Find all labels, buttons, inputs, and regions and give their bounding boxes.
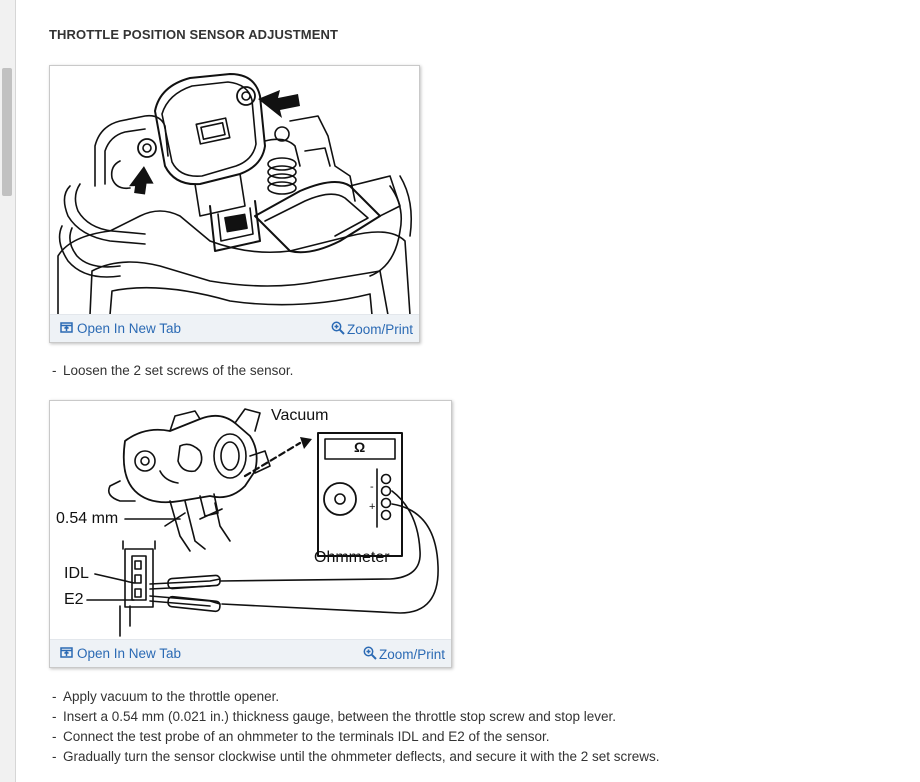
step-text: Insert a 0.54 mm (0.021 in.) thickness g… xyxy=(63,709,617,724)
figure-sensor-screws: Open In New Tab Zoom/Print xyxy=(49,65,420,343)
step-item: -Insert a 0.54 mm (0.021 in.) thickness … xyxy=(52,709,616,724)
scroll-thumb[interactable] xyxy=(2,68,12,196)
zoom-print-link[interactable]: Zoom/Print xyxy=(363,646,445,663)
ohmmeter-label: Ohmmeter xyxy=(314,549,390,566)
step-item: -Apply vacuum to the throttle opener. xyxy=(52,689,279,704)
step-item: -Connect the test probe of an ohmmeter t… xyxy=(52,729,550,744)
vacuum-label: Vacuum xyxy=(271,407,329,424)
step-text: Connect the test probe of an ohmmeter to… xyxy=(63,729,550,744)
page-title: THROTTLE POSITION SENSOR ADJUSTMENT xyxy=(49,27,339,42)
zoom-print-label: Zoom/Print xyxy=(346,322,413,337)
figure-2-link-bar: Open In New Tab Zoom/Print xyxy=(50,639,451,667)
list-marker: - xyxy=(52,363,57,378)
open-new-tab-icon xyxy=(60,321,73,336)
zoom-in-icon xyxy=(331,321,345,338)
list-marker: - xyxy=(52,729,57,744)
step-item: -Loosen the 2 set screws of the sensor. xyxy=(52,363,293,378)
open-new-tab-icon xyxy=(60,646,73,661)
zoom-print-label: Zoom/Print xyxy=(378,647,445,662)
ohm-symbol: Ω xyxy=(354,439,366,455)
figure-1-link-bar: Open In New Tab Zoom/Print xyxy=(50,314,419,342)
open-in-new-tab-label: Open In New Tab xyxy=(77,646,182,661)
e2-label: E2 xyxy=(64,591,84,608)
step-text: Apply vacuum to the throttle opener. xyxy=(63,689,280,704)
plus-terminal-label: + xyxy=(369,501,376,513)
list-marker: - xyxy=(52,689,57,704)
step-item: -Gradually turn the sensor clockwise unt… xyxy=(52,749,660,764)
minus-terminal-label: - xyxy=(370,481,374,493)
zoom-in-icon xyxy=(363,646,377,663)
open-in-new-tab-link[interactable]: Open In New Tab xyxy=(60,646,181,661)
step-text: Loosen the 2 set screws of the sensor. xyxy=(63,363,294,378)
sensor-screws-illustration xyxy=(50,66,419,315)
open-in-new-tab-label: Open In New Tab xyxy=(77,321,182,336)
open-in-new-tab-link[interactable]: Open In New Tab xyxy=(60,321,181,336)
figure-ohmmeter-test: Vacuum 0.54 mm Ω - + Ohmmeter IDL E2 Ope… xyxy=(49,400,452,668)
left-scroll-rail[interactable] xyxy=(0,0,16,782)
gauge-label: 0.54 mm xyxy=(56,510,119,527)
list-marker: - xyxy=(52,709,57,724)
idl-label: IDL xyxy=(64,565,89,582)
list-marker: - xyxy=(52,749,57,764)
step-text: Gradually turn the sensor clockwise unti… xyxy=(63,749,660,764)
ohmmeter-test-illustration: Vacuum 0.54 mm Ω - + Ohmmeter IDL E2 xyxy=(50,401,451,640)
zoom-print-link[interactable]: Zoom/Print xyxy=(331,321,413,338)
